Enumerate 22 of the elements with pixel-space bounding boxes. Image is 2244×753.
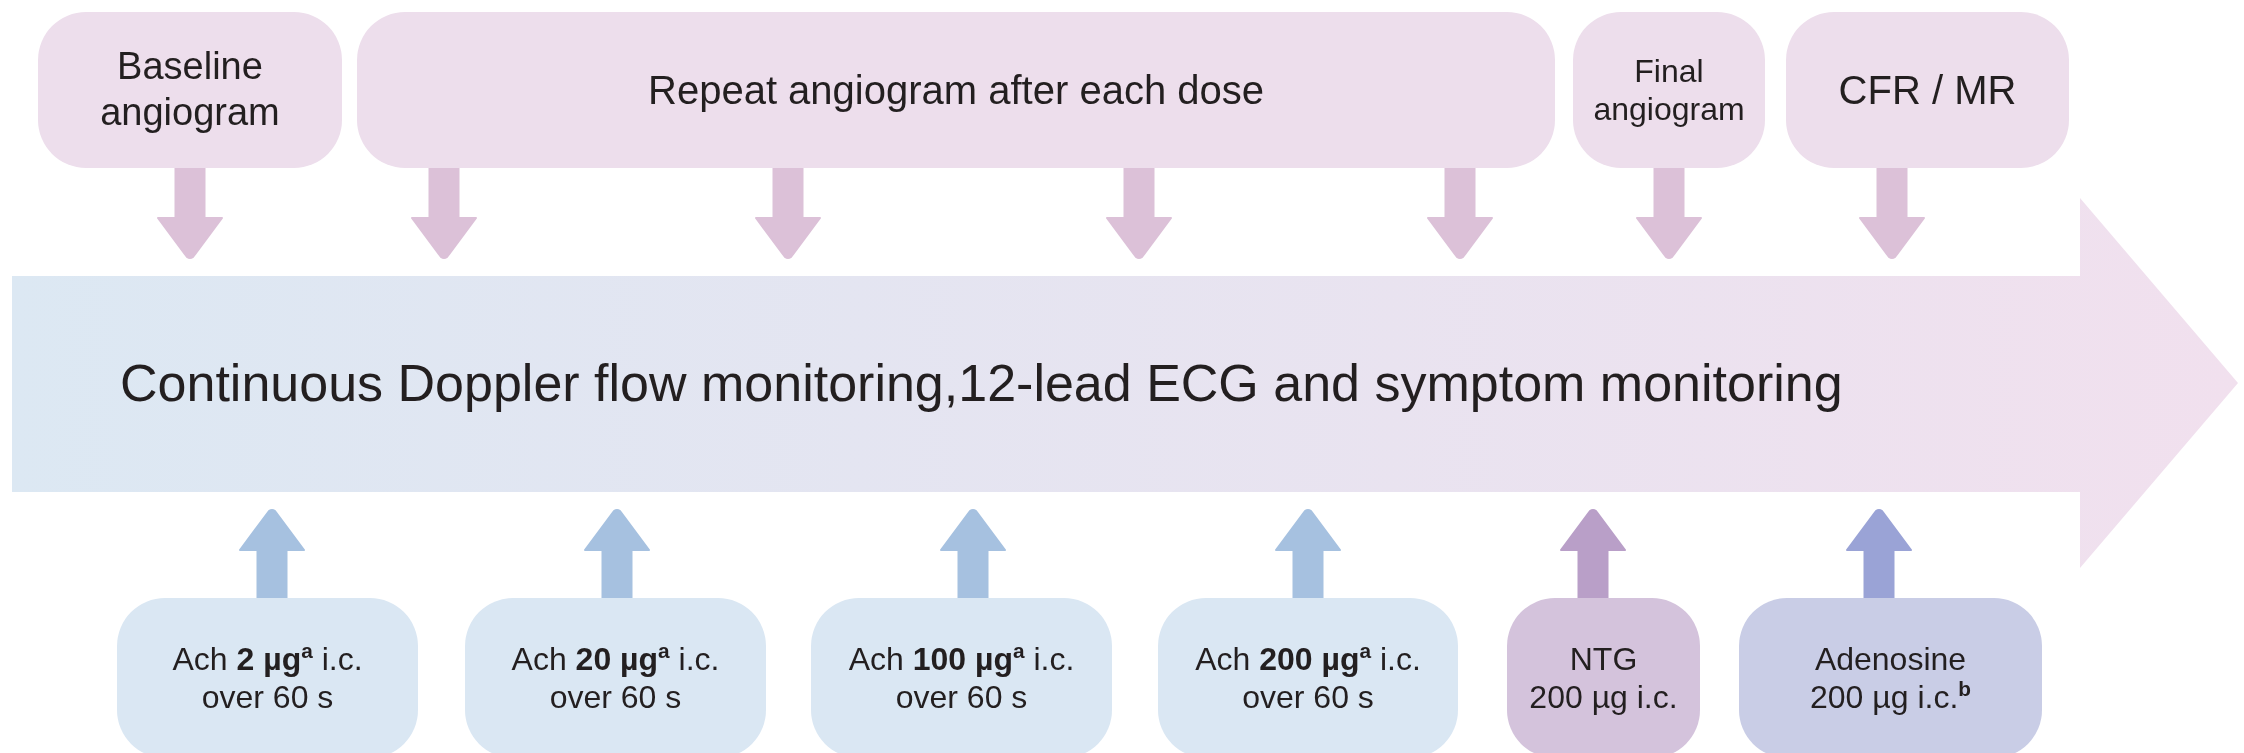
step-label: CFR / MR xyxy=(1838,67,2017,114)
step-label: Ach 200 µg$^{a}$ i.c. over 60 s xyxy=(1195,639,1421,717)
step-label: NTG 200 µg i.c. xyxy=(1529,639,1678,717)
dose-box xyxy=(1158,598,1458,753)
step-label: Baseline angiogram xyxy=(100,44,280,135)
dose-box xyxy=(117,598,418,753)
step-label: Ach 2 µg$^{a}$ i.c. over 60 s xyxy=(172,639,363,717)
dose-box xyxy=(465,598,766,753)
timeline-arrow xyxy=(12,198,2238,568)
step-label: Ach 100 µg$^{a}$ i.c. over 60 s xyxy=(848,639,1075,717)
step-label: Final angiogram xyxy=(1593,51,1745,129)
step-label: Adenosine 200 µg i.c.$^{b}$ xyxy=(1810,639,1971,717)
step-box xyxy=(38,12,342,168)
timeline-label: Continuous Doppler flow monitoring,12-lead ECG and symptom monitoring xyxy=(120,352,1843,414)
step-box xyxy=(357,12,1555,168)
step-label: Ach 20 µg$^{a}$ i.c. over 60 s xyxy=(511,639,720,717)
dose-box xyxy=(1507,598,1700,753)
step-box xyxy=(1786,12,2069,168)
step-label: Repeat angiogram after each dose xyxy=(648,67,1264,114)
step-box xyxy=(1573,12,1765,168)
dose-box xyxy=(1739,598,2042,753)
dose-box xyxy=(811,598,1112,753)
